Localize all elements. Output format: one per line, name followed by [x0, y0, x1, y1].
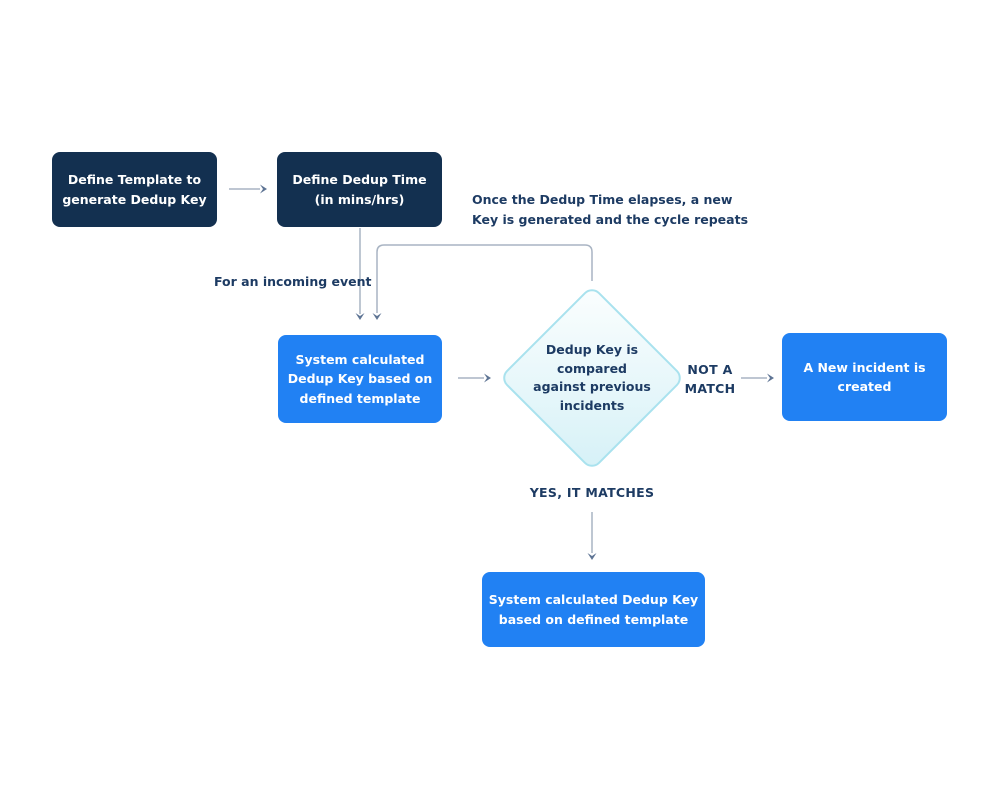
label-line: Key is generated and the cycle repeats — [472, 212, 749, 227]
node-line: Dedup Key based on — [287, 371, 433, 387]
connector-system-to-diamond — [458, 373, 491, 383]
node-system-calculated-key: System calculated Dedup Key based on def… — [278, 335, 442, 423]
connector-diamond-to-bottom — [587, 512, 597, 560]
node-line: Define Template to — [67, 172, 202, 187]
connector-template-to-time — [229, 184, 267, 194]
node-line: (in mins/hrs) — [314, 191, 405, 207]
node-line: incidents — [559, 397, 625, 413]
node-line: defined template — [299, 390, 421, 406]
node-line: Define Dedup Time — [292, 172, 427, 187]
node-line: against previous — [533, 379, 651, 394]
node-line: created — [837, 379, 892, 394]
node-dedup-key-compared: Dedup Key is compared against previous i… — [522, 341, 662, 415]
label-line: MATCH — [684, 381, 736, 396]
node-system-calculated-key-bottom: System calculated Dedup Key based on def… — [482, 572, 705, 647]
node-line: generate Dedup Key — [62, 191, 207, 207]
node-define-dedup-time: Define Dedup Time (in mins/hrs) — [277, 152, 442, 227]
node-define-template: Define Template to generate Dedup Key — [52, 152, 217, 227]
node-line: A New incident is — [803, 359, 926, 375]
label-dedup-time-note: Once the Dedup Time elapses, a new Key i… — [472, 190, 749, 230]
node-new-incident-created: A New incident is created — [782, 333, 947, 421]
node-line: compared — [557, 360, 627, 376]
label-incoming-event: For an incoming event — [214, 274, 372, 289]
node-line: Dedup Key is — [545, 342, 639, 357]
label-yes-it-matches: YES, IT MATCHES — [529, 485, 655, 500]
label-not-a-match: NOT A MATCH — [670, 360, 750, 398]
node-line: based on defined template — [498, 611, 689, 627]
label-line: Once the Dedup Time elapses, a new — [472, 192, 733, 207]
node-line: System calculated Dedup Key — [488, 592, 699, 607]
node-line: System calculated — [295, 351, 425, 367]
connector-cycle-loop — [372, 244, 593, 320]
label-line: NOT A — [687, 362, 733, 377]
